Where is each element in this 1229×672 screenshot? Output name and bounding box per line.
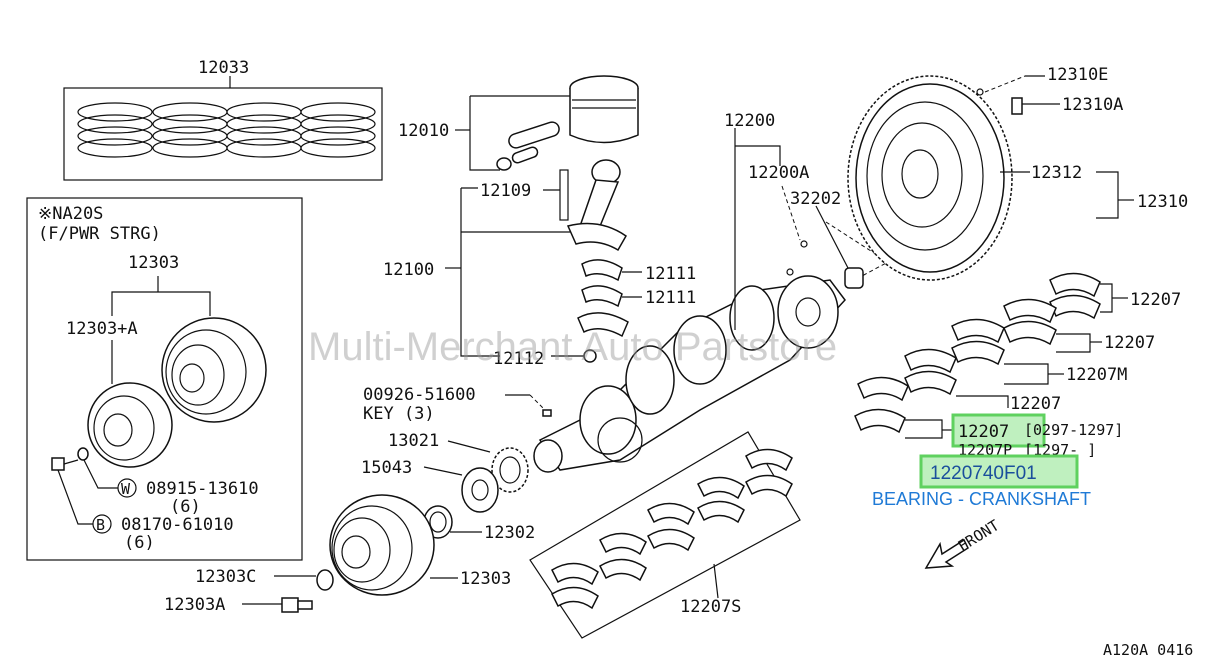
front-label: FRONT <box>955 516 1003 555</box>
label-12310a[interactable]: 12310A <box>1062 95 1123 115</box>
label-32202[interactable]: 32202 <box>790 189 841 209</box>
inset-title-option: (F/PWR STRG) <box>38 224 161 244</box>
washer-12303c[interactable] <box>316 569 334 591</box>
label-12312[interactable]: 12312 <box>1031 163 1082 183</box>
inset-pulley-hub[interactable] <box>87 382 173 468</box>
label-12310e[interactable]: 12310E <box>1047 65 1108 85</box>
label-12303[interactable]: 12303 <box>460 569 511 589</box>
inset-label-08170-qty: (6) <box>124 533 155 553</box>
main-bearings-12207[interactable] <box>854 272 1101 434</box>
inset-label-12303a[interactable]: 12303+A <box>66 319 138 339</box>
label-12303a[interactable]: 12303A <box>164 595 225 615</box>
label-12112[interactable]: 12112 <box>493 349 544 369</box>
label-12109[interactable]: 12109 <box>480 181 531 201</box>
label-15043[interactable]: 15043 <box>361 458 412 478</box>
label-12207m[interactable]: 12207M <box>1066 365 1127 385</box>
inset-bolt-08170[interactable] <box>51 457 79 471</box>
label-12010[interactable]: 12010 <box>398 121 449 141</box>
label-12207-highlighted[interactable]: 12207 <box>958 422 1009 442</box>
crank-pulley-12303[interactable] <box>329 494 435 596</box>
label-12207-third[interactable]: 12207 <box>1010 394 1061 414</box>
label-12207-second[interactable]: 12207 <box>1104 333 1155 353</box>
label-12310[interactable]: 12310 <box>1137 192 1188 212</box>
pulley-bolt-12303a[interactable] <box>281 597 313 613</box>
part-number-highlight <box>919 454 1079 489</box>
inset-label-08915[interactable]: 08915-13610 <box>146 479 259 499</box>
inset-label-12303[interactable]: 12303 <box>128 253 179 273</box>
w-callout-circle <box>117 478 137 498</box>
label-12200a[interactable]: 12200A <box>748 163 809 183</box>
crank-key-00926[interactable] <box>542 409 552 417</box>
label-12302[interactable]: 12302 <box>484 523 535 543</box>
piston-12010[interactable] <box>496 75 639 171</box>
figure-code: A120A 0416 <box>1103 641 1193 659</box>
bearing-set-12207s[interactable] <box>529 431 801 639</box>
label-12200[interactable]: 12200 <box>724 111 775 131</box>
inset-pulley-large[interactable] <box>161 317 267 423</box>
inset-label-08170[interactable]: 08170-61010 <box>121 515 234 535</box>
oil-pump-drive-15043[interactable] <box>461 467 499 513</box>
flywheel-12310[interactable] <box>847 75 1023 281</box>
highlight-box-12207 <box>951 413 1046 448</box>
label-12111-lower[interactable]: 12111 <box>645 288 696 308</box>
label-12033[interactable]: 12033 <box>198 58 249 78</box>
inset-title-engine: ※NA20S <box>38 204 103 224</box>
label-12100[interactable]: 12100 <box>383 260 434 280</box>
part-caption: BEARING - CRANKSHAFT <box>872 489 1091 509</box>
label-12207-top[interactable]: 12207 <box>1130 290 1181 310</box>
b-callout-circle <box>92 514 112 534</box>
watermark: Multi-Merchant Auto Partstore <box>308 325 837 369</box>
inset-label-08915-qty: (6) <box>170 497 201 517</box>
crank-sprocket-13021[interactable] <box>491 447 529 493</box>
piston-ring-set-12033[interactable] <box>63 76 383 181</box>
crankshaft-12200[interactable] <box>533 240 864 473</box>
inset-washer-08915[interactable] <box>77 447 89 461</box>
label-00926[interactable]: 00926-51600 <box>363 385 476 405</box>
connecting-rod-12100[interactable] <box>559 159 629 363</box>
b-callout-code: B <box>96 516 105 534</box>
label-key: KEY (3) <box>363 404 435 424</box>
highlighted-part-number[interactable]: 1220740F01 <box>930 463 1037 484</box>
label-12207-range: [0297-1297] <box>1024 421 1123 439</box>
label-12303c[interactable]: 12303C <box>195 567 256 587</box>
label-13021[interactable]: 13021 <box>388 431 439 451</box>
front-direction-arrow <box>924 538 969 569</box>
label-12207s[interactable]: 12207S <box>680 597 741 617</box>
inset-power-steering <box>26 197 303 561</box>
w-callout-code: W <box>121 480 131 498</box>
label-12111-upper[interactable]: 12111 <box>645 264 696 284</box>
